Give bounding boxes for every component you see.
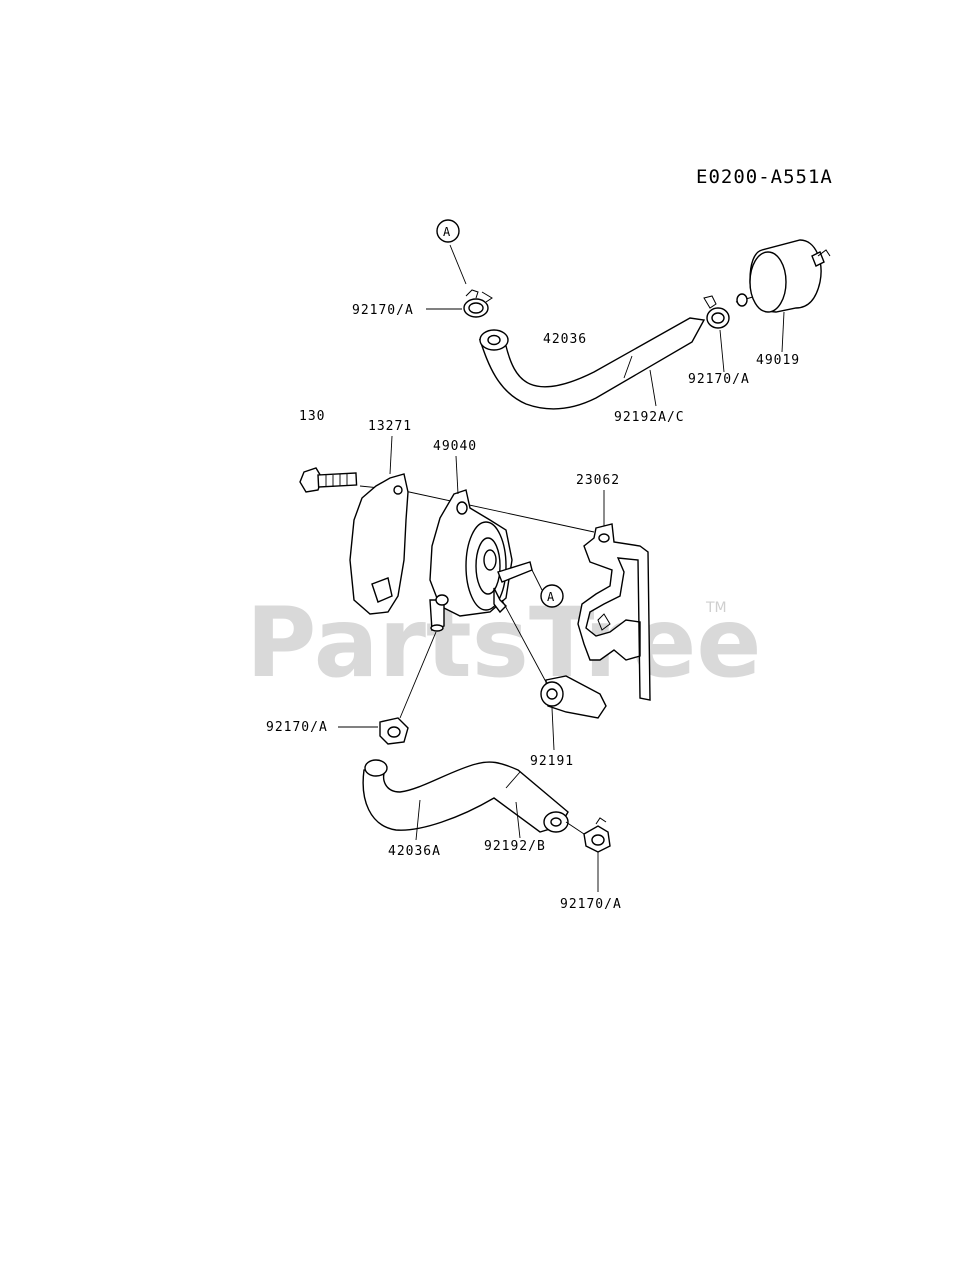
- assembly-axis-line-2: [399, 489, 595, 533]
- leader-92191: [551, 707, 555, 751]
- label-92192ac: 92192A/C: [614, 410, 685, 425]
- label-92170a-mid: 92170/A: [266, 720, 328, 735]
- leader-92192ac: [649, 369, 657, 407]
- clamp-top-right: [703, 295, 730, 329]
- callout-a-mid: [540, 584, 564, 608]
- label-130: 130: [299, 409, 325, 424]
- leader-49040: [455, 455, 459, 495]
- callout-a-mid-letter: A: [547, 590, 555, 604]
- label-92170a-bottom: 92170/A: [560, 897, 622, 912]
- label-92192b: 92192/B: [484, 839, 546, 854]
- upper-fuel-hose: [478, 317, 706, 410]
- clamp-mid-left: [379, 717, 409, 745]
- label-92170a-top-left: 92170/A: [352, 303, 414, 318]
- fuel-filter: [735, 239, 831, 313]
- label-42036a: 42036A: [388, 844, 441, 859]
- bracket: [577, 523, 651, 701]
- diagram-code: E0200-A551A: [696, 166, 833, 188]
- leader-hose-to-clamp: [565, 821, 585, 835]
- callout-a-top-letter: A: [443, 225, 451, 239]
- watermark-tm: TM: [705, 600, 727, 616]
- leader-pump-to-cap: [501, 599, 547, 683]
- leader-92192b: [515, 801, 521, 839]
- leader-callout-a-mid: [531, 569, 543, 591]
- label-49019: 49019: [756, 353, 800, 368]
- leader-49019: [781, 311, 785, 353]
- leader-pump-to-clamp: [399, 631, 437, 719]
- lower-fuel-hose: [362, 759, 569, 833]
- leader-callout-a-top: [449, 244, 467, 285]
- label-23062: 23062: [576, 473, 620, 488]
- cap: [540, 675, 607, 719]
- bolt: [299, 467, 358, 493]
- leader-42036a: [415, 799, 421, 841]
- label-13271: 13271: [368, 419, 412, 434]
- label-92170a-top-right: 92170/A: [688, 372, 750, 387]
- label-92191: 92191: [530, 754, 574, 769]
- leader-92170a-top-right: [719, 329, 725, 373]
- clamp-bottom: [583, 817, 611, 853]
- clamp-top-left: [463, 289, 493, 318]
- leader-13271: [389, 435, 393, 475]
- gasket: [349, 473, 409, 615]
- label-42036: 42036: [543, 332, 587, 347]
- fuel-pump: [429, 489, 533, 632]
- label-49040: 49040: [433, 439, 477, 454]
- callout-a-top: [436, 219, 460, 243]
